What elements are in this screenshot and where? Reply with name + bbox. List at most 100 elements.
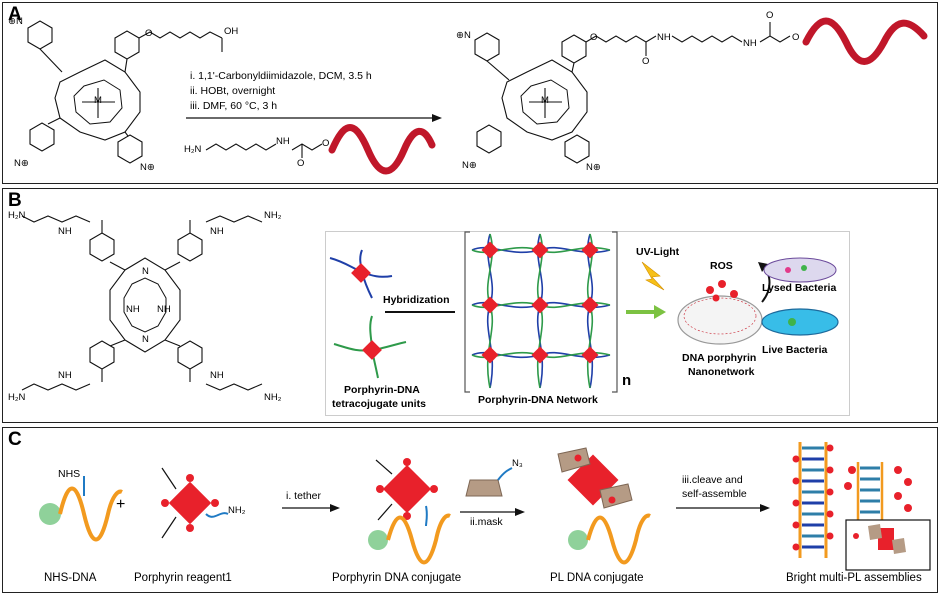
hybridization-label: Hybridization	[383, 294, 450, 306]
assembly-porphyrin-dot	[792, 543, 800, 551]
assembly-porphyrin-dot	[826, 532, 834, 540]
assembly-porphyrin-dot	[844, 482, 852, 490]
atom-o-a7: O	[792, 32, 800, 43]
panel-a-label: A	[8, 4, 22, 25]
reagent-line-3: iii. DMF, 60 °C, 3 h	[190, 100, 278, 112]
units-label-1: Porphyrin-DNA	[344, 384, 420, 396]
atom-nh2-b2: NH₂	[264, 392, 282, 403]
atom-o-a1: O	[145, 28, 153, 39]
cleave-label-2: self-assemble	[682, 488, 747, 500]
network-porphyrin-node	[581, 241, 599, 259]
assembly-porphyrin-dot	[792, 499, 800, 507]
n3-label: N₃	[512, 458, 523, 469]
lysed-bacteria-label: Lysed Bacteria	[762, 282, 837, 294]
atom-n-plus-a5: N⊕	[462, 160, 477, 171]
assembly-porphyrin-dot	[904, 478, 912, 486]
assembly-porphyrin-dot	[792, 521, 800, 529]
network-porphyrin-node	[531, 241, 549, 259]
reagent-line-2: ii. HOBt, overnight	[190, 85, 276, 97]
atom-nh-a: NH	[276, 136, 290, 147]
network-porphyrin-node	[481, 346, 499, 364]
caption-porphyrin-dna-conjugate: Porphyrin DNA conjugate	[332, 572, 462, 584]
tether-label: i. tether	[286, 490, 322, 502]
atom-nh2-b1: NH₂	[264, 210, 282, 221]
network-n-label: n	[622, 372, 632, 389]
atom-h2n-a: H₂N	[184, 144, 202, 155]
panel-c-label: C	[8, 429, 22, 450]
assembly-porphyrin-dot	[792, 455, 800, 463]
caption-pl-dna-conjugate: PL DNA conjugate	[550, 572, 644, 584]
atom-o-a2: O	[297, 158, 305, 169]
assembly-porphyrin-dot	[826, 444, 834, 452]
atom-n-b2: N	[142, 334, 149, 345]
network-porphyrin-node	[581, 346, 599, 364]
atom-m-a1: M	[94, 95, 102, 106]
atom-o-a3: O	[322, 138, 330, 149]
network-porphyrin-node	[481, 241, 499, 259]
ros-label: ROS	[710, 260, 733, 272]
assembly-porphyrin-dot	[826, 466, 834, 474]
plus-sign: +	[116, 496, 126, 513]
nanonetwork-label-2: Nanonetwork	[688, 366, 755, 378]
panel-b-schematic	[325, 231, 850, 416]
network-label: Porphyrin-DNA Network	[478, 394, 598, 406]
live-bacteria-label: Live Bacteria	[762, 344, 828, 356]
caption-porphyrin-reagent: Porphyrin reagent1	[134, 572, 232, 584]
network-porphyrin-node	[531, 346, 549, 364]
panel-c	[2, 427, 938, 593]
atom-nh-b6: NH	[210, 370, 224, 381]
atom-h2n-b1: H₂N	[8, 210, 26, 221]
assembly-porphyrin-dot	[792, 477, 800, 485]
atom-n-plus-a3: N⊕	[140, 162, 155, 173]
panel-b	[2, 188, 938, 423]
assembly-porphyrin-dot	[826, 488, 834, 496]
atom-n-plus-a4: ⊕N	[456, 30, 471, 41]
atom-nh-b4: NH	[210, 226, 224, 237]
atom-n-plus-a1: ⊕N	[8, 16, 23, 27]
atom-m-a2: M	[541, 95, 549, 106]
atom-nh-a3: NH	[743, 38, 757, 49]
nanonetwork-label-1: DNA porphyrin	[682, 352, 757, 364]
atom-nh-b1: NH	[126, 304, 140, 315]
caption-nhs-dna: NHS-DNA	[44, 572, 97, 584]
assembly-porphyrin-dot	[848, 466, 856, 474]
atom-nh-b2: NH	[157, 304, 171, 315]
atom-h2n-b2: H₂N	[8, 392, 26, 403]
atom-n-b1: N	[142, 266, 149, 277]
atom-oh-a1: OH	[224, 26, 239, 37]
atom-n-plus-a6: N⊕	[586, 162, 601, 173]
network-porphyrin-node	[531, 296, 549, 314]
panel-a	[2, 2, 938, 184]
assembly-porphyrin-dot	[894, 466, 902, 474]
atom-o-a5: O	[642, 56, 650, 67]
uv-light-label: UV-Light	[636, 246, 680, 258]
units-label-2: tetracojugate units	[332, 398, 426, 410]
reagent-line-1: i. 1,1'-Carbonyldiimidazole, DCM, 3.5 h	[190, 70, 372, 82]
atom-o-a4: O	[590, 32, 598, 43]
atom-nh-a2: NH	[657, 32, 671, 43]
nh2-label: NH₂	[228, 505, 246, 516]
atom-nh-b5: NH	[58, 370, 72, 381]
atom-o-a6: O	[766, 10, 774, 21]
assembly-porphyrin-dot	[894, 492, 902, 500]
network-porphyrin-node	[581, 296, 599, 314]
panel-b-label: B	[8, 190, 22, 211]
nhs-label: NHS	[58, 468, 81, 480]
network-porphyrin-node	[481, 296, 499, 314]
